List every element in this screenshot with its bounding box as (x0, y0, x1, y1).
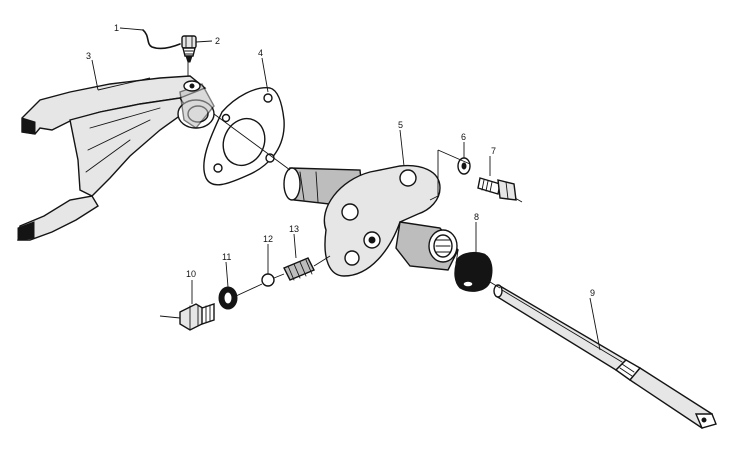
part-5-housing (283, 164, 459, 277)
part-2-grease-nipple (181, 35, 197, 63)
callout-11: 11 (222, 252, 231, 262)
callout-9: 9 (590, 288, 595, 298)
part-12-ball (261, 273, 275, 287)
part-13-spring (283, 257, 315, 281)
part-6-washer (457, 157, 471, 175)
leader-lines (91, 27, 601, 351)
callout-6: 6 (461, 132, 466, 142)
part-3-shift-fork (17, 75, 215, 241)
part-8-nut (454, 251, 493, 292)
part-7-bolt (477, 177, 517, 201)
part-10-plug (179, 303, 215, 331)
callout-13: 13 (289, 224, 299, 234)
part-9-shaft (493, 284, 717, 429)
callout-8: 8 (474, 212, 479, 222)
callout-1: 1 (114, 23, 119, 33)
callout-10: 10 (186, 269, 196, 279)
callout-3: 3 (86, 51, 91, 61)
callout-12: 12 (263, 234, 273, 244)
part-1-wire (142, 29, 181, 50)
callout-7: 7 (491, 146, 496, 156)
part-11-sealing-ring (218, 286, 238, 310)
callout-4: 4 (258, 48, 263, 58)
callout-5: 5 (398, 120, 403, 130)
callout-labels: 1 2 3 4 5 6 7 8 9 10 11 12 13 (86, 23, 595, 298)
callout-2: 2 (215, 36, 220, 46)
